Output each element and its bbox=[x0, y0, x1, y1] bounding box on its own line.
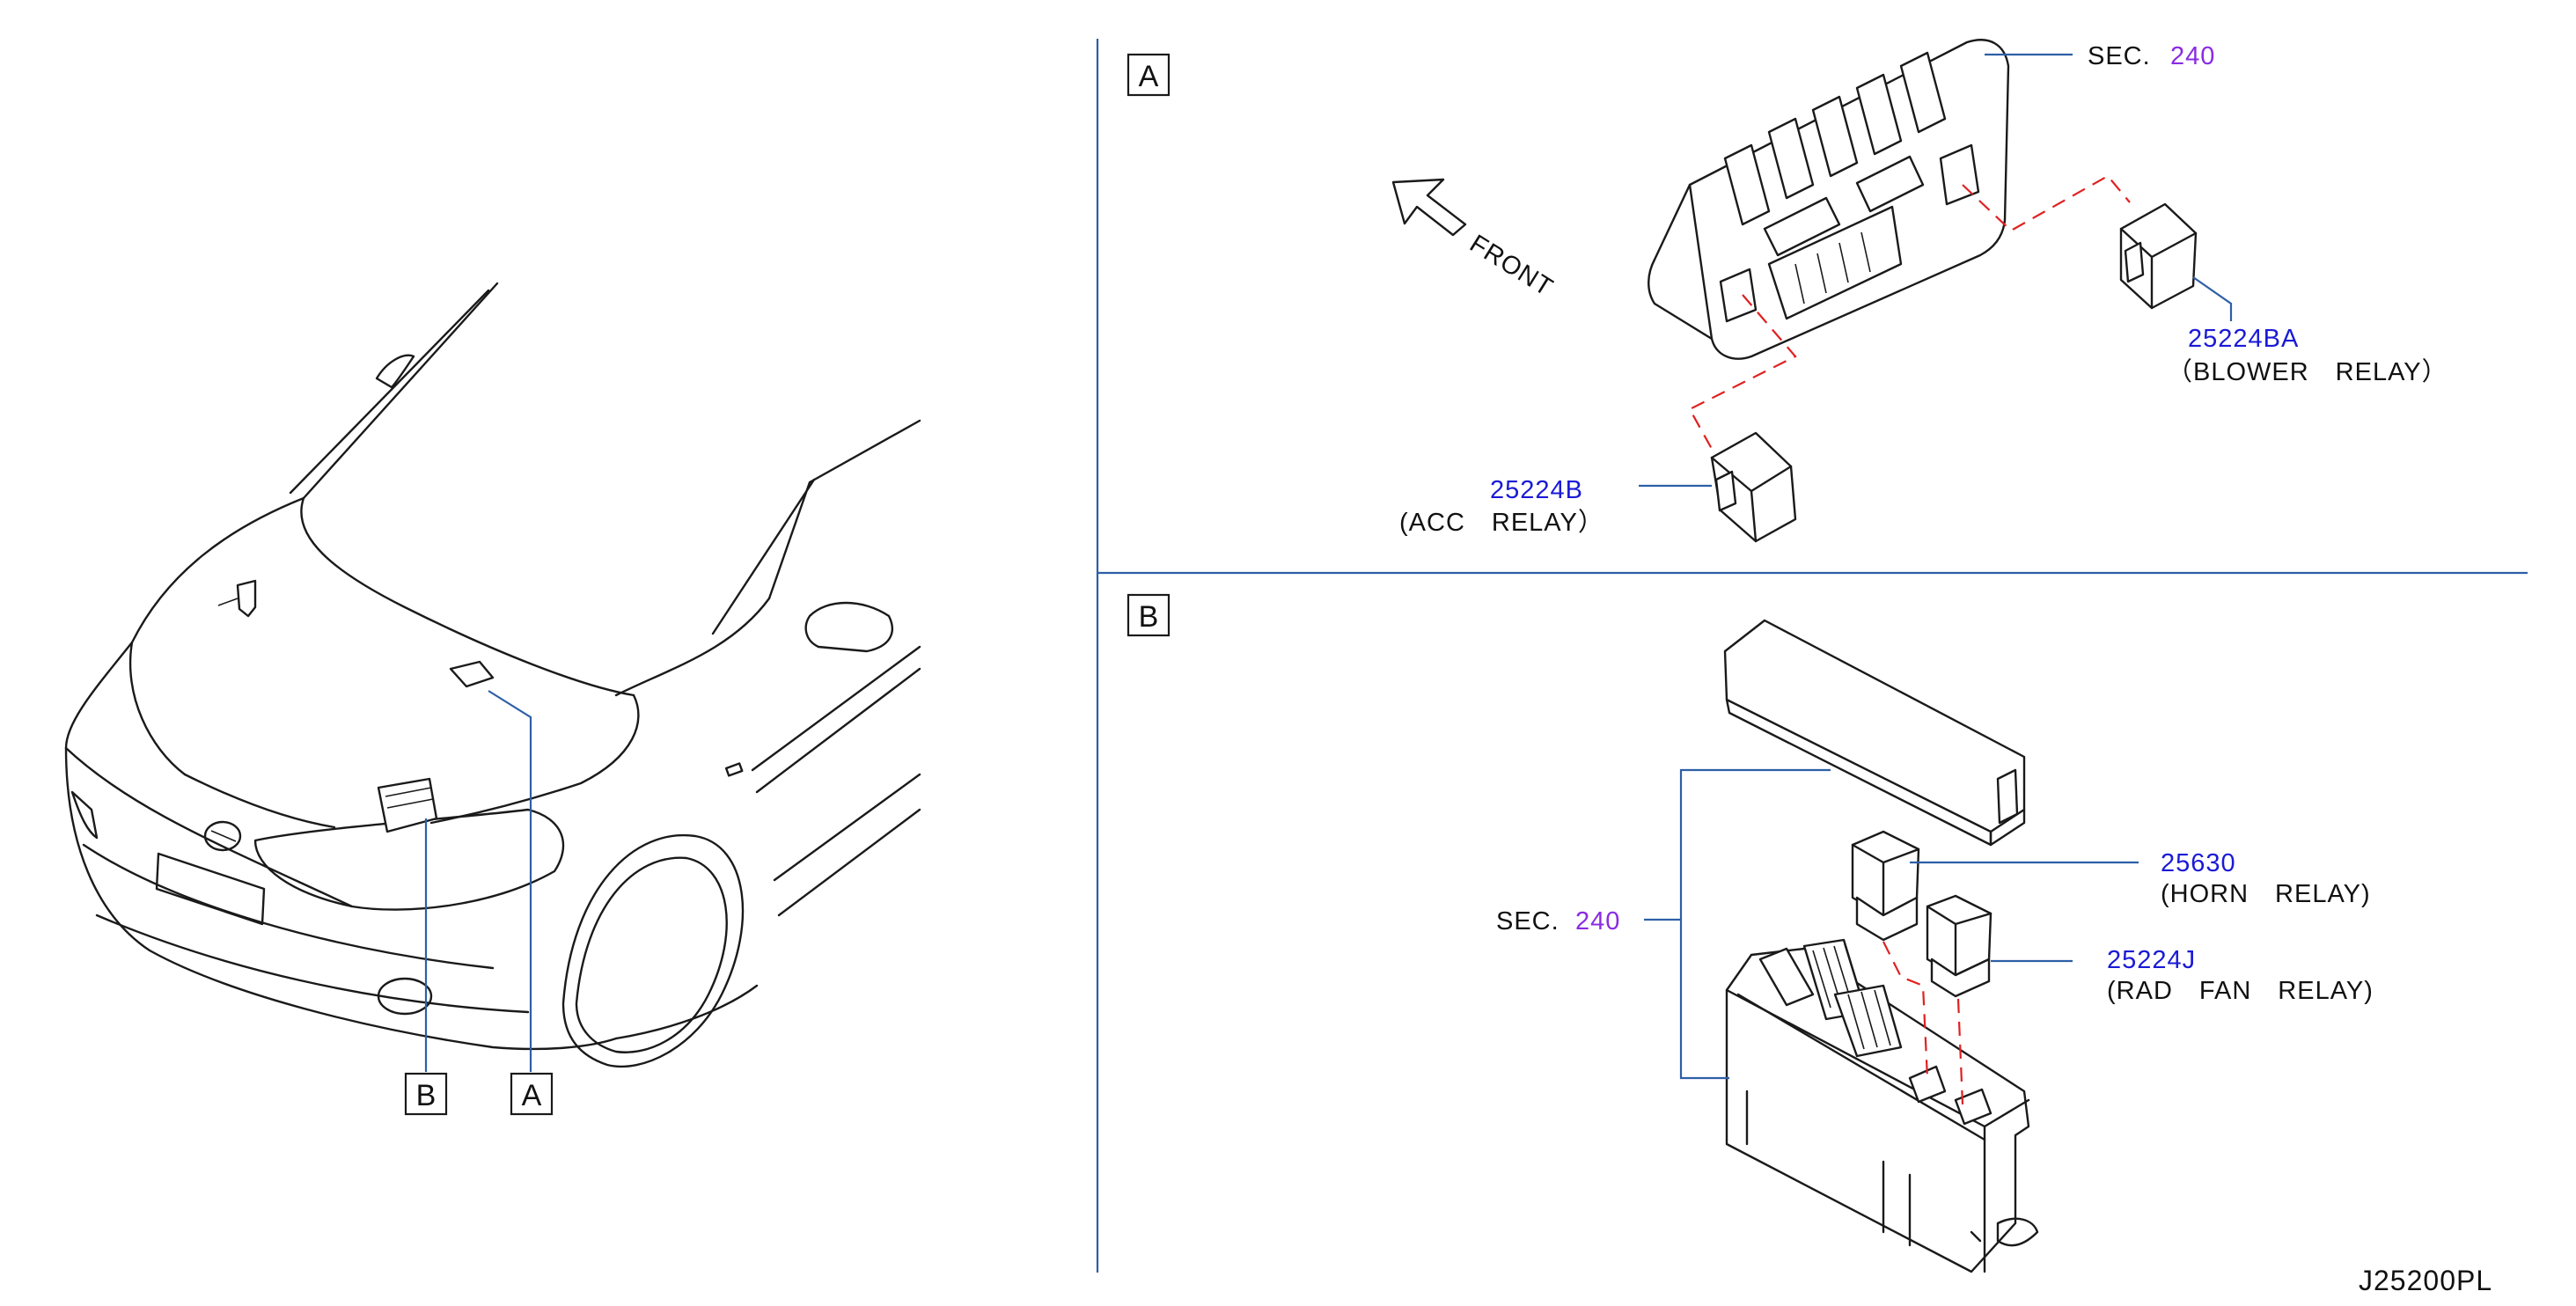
fuse-box-cover bbox=[1723, 619, 2026, 847]
car-box-b bbox=[404, 1072, 448, 1116]
rad-fan-relay-name: (RAD FAN RELAY) bbox=[2107, 977, 2374, 1005]
acc-relay-name: (ACC RELAY） bbox=[1399, 509, 1604, 537]
fuse-block-a bbox=[1648, 39, 2010, 360]
horn-part-number: 25630 bbox=[2161, 849, 2236, 877]
diagram-code: J25200PL bbox=[2359, 1265, 2492, 1296]
panel-a-box bbox=[1127, 53, 1171, 97]
link-horn-relay bbox=[1882, 941, 1929, 1079]
panel-a-label: A bbox=[1139, 60, 1159, 93]
link-rad-fan-relay bbox=[1956, 998, 1964, 1105]
sec-a-label: SEC. bbox=[2088, 42, 2151, 70]
horn-relay bbox=[1851, 830, 1920, 942]
rad-fan-part-number: 25224J bbox=[2107, 946, 2196, 974]
car-box-b-label: B bbox=[416, 1079, 437, 1112]
sec-b-number: 240 bbox=[1575, 907, 1620, 935]
leader-sec-b-bracket bbox=[1679, 768, 1831, 1080]
car-leader-a bbox=[488, 690, 532, 1072]
horn-relay-name: (HORN RELAY) bbox=[2161, 880, 2371, 908]
sec-b-label: SEC. bbox=[1496, 907, 1560, 935]
link-acc-relay bbox=[1688, 294, 1797, 450]
panel-b-box bbox=[1127, 593, 1171, 637]
car-box-a-label: A bbox=[522, 1079, 542, 1112]
front-arrow-icon bbox=[1391, 178, 1467, 237]
car-box-a bbox=[510, 1072, 554, 1116]
blower-relay-name: （BLOWER RELAY） bbox=[2167, 358, 2448, 386]
rad-fan-relay bbox=[1926, 894, 1993, 998]
acc-part-number: 25224B bbox=[1490, 476, 1583, 504]
vehicle-front-illustration bbox=[64, 282, 921, 1068]
acc-relay bbox=[1710, 431, 1797, 543]
front-direction-label: FRONT bbox=[1464, 230, 1558, 303]
fuse-box-body bbox=[1725, 938, 2039, 1273]
sec-a-number: 240 bbox=[2170, 42, 2215, 70]
leader-blower bbox=[2192, 276, 2233, 321]
blower-relay bbox=[2119, 202, 2198, 310]
blower-part-number: 25224BA bbox=[2188, 325, 2299, 353]
link-blower-relay bbox=[1962, 174, 2131, 232]
panel-b-label: B bbox=[1139, 600, 1159, 634]
